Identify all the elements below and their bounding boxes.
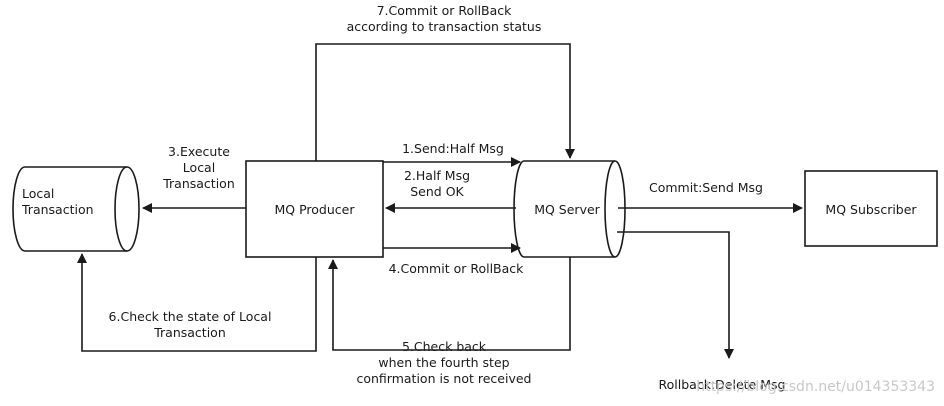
mq-producer-label: MQ Producer bbox=[275, 202, 356, 217]
step4-label: 4.Commit or RollBack bbox=[389, 261, 525, 276]
step7-arrow bbox=[315, 43, 575, 161]
mq-server-node: MQ Server bbox=[513, 160, 626, 258]
commit-label: Commit:Send Msg bbox=[649, 180, 763, 195]
step1-label: 1.Send:Half Msg bbox=[402, 141, 504, 156]
step5-arrow bbox=[328, 257, 571, 351]
mq-producer-node: MQ Producer bbox=[245, 160, 384, 258]
mq-server-label: MQ Server bbox=[534, 202, 600, 217]
mq-subscriber-node: MQ Subscriber bbox=[804, 170, 938, 247]
rollback-arrow bbox=[617, 231, 734, 359]
watermark-text: https://blog.csdn.net/u014353343 bbox=[696, 379, 935, 395]
mq-subscriber-label: MQ Subscriber bbox=[825, 202, 917, 217]
rollback-label: Rollback:Delete Msg bbox=[659, 377, 786, 392]
step6-arrow bbox=[77, 253, 317, 352]
